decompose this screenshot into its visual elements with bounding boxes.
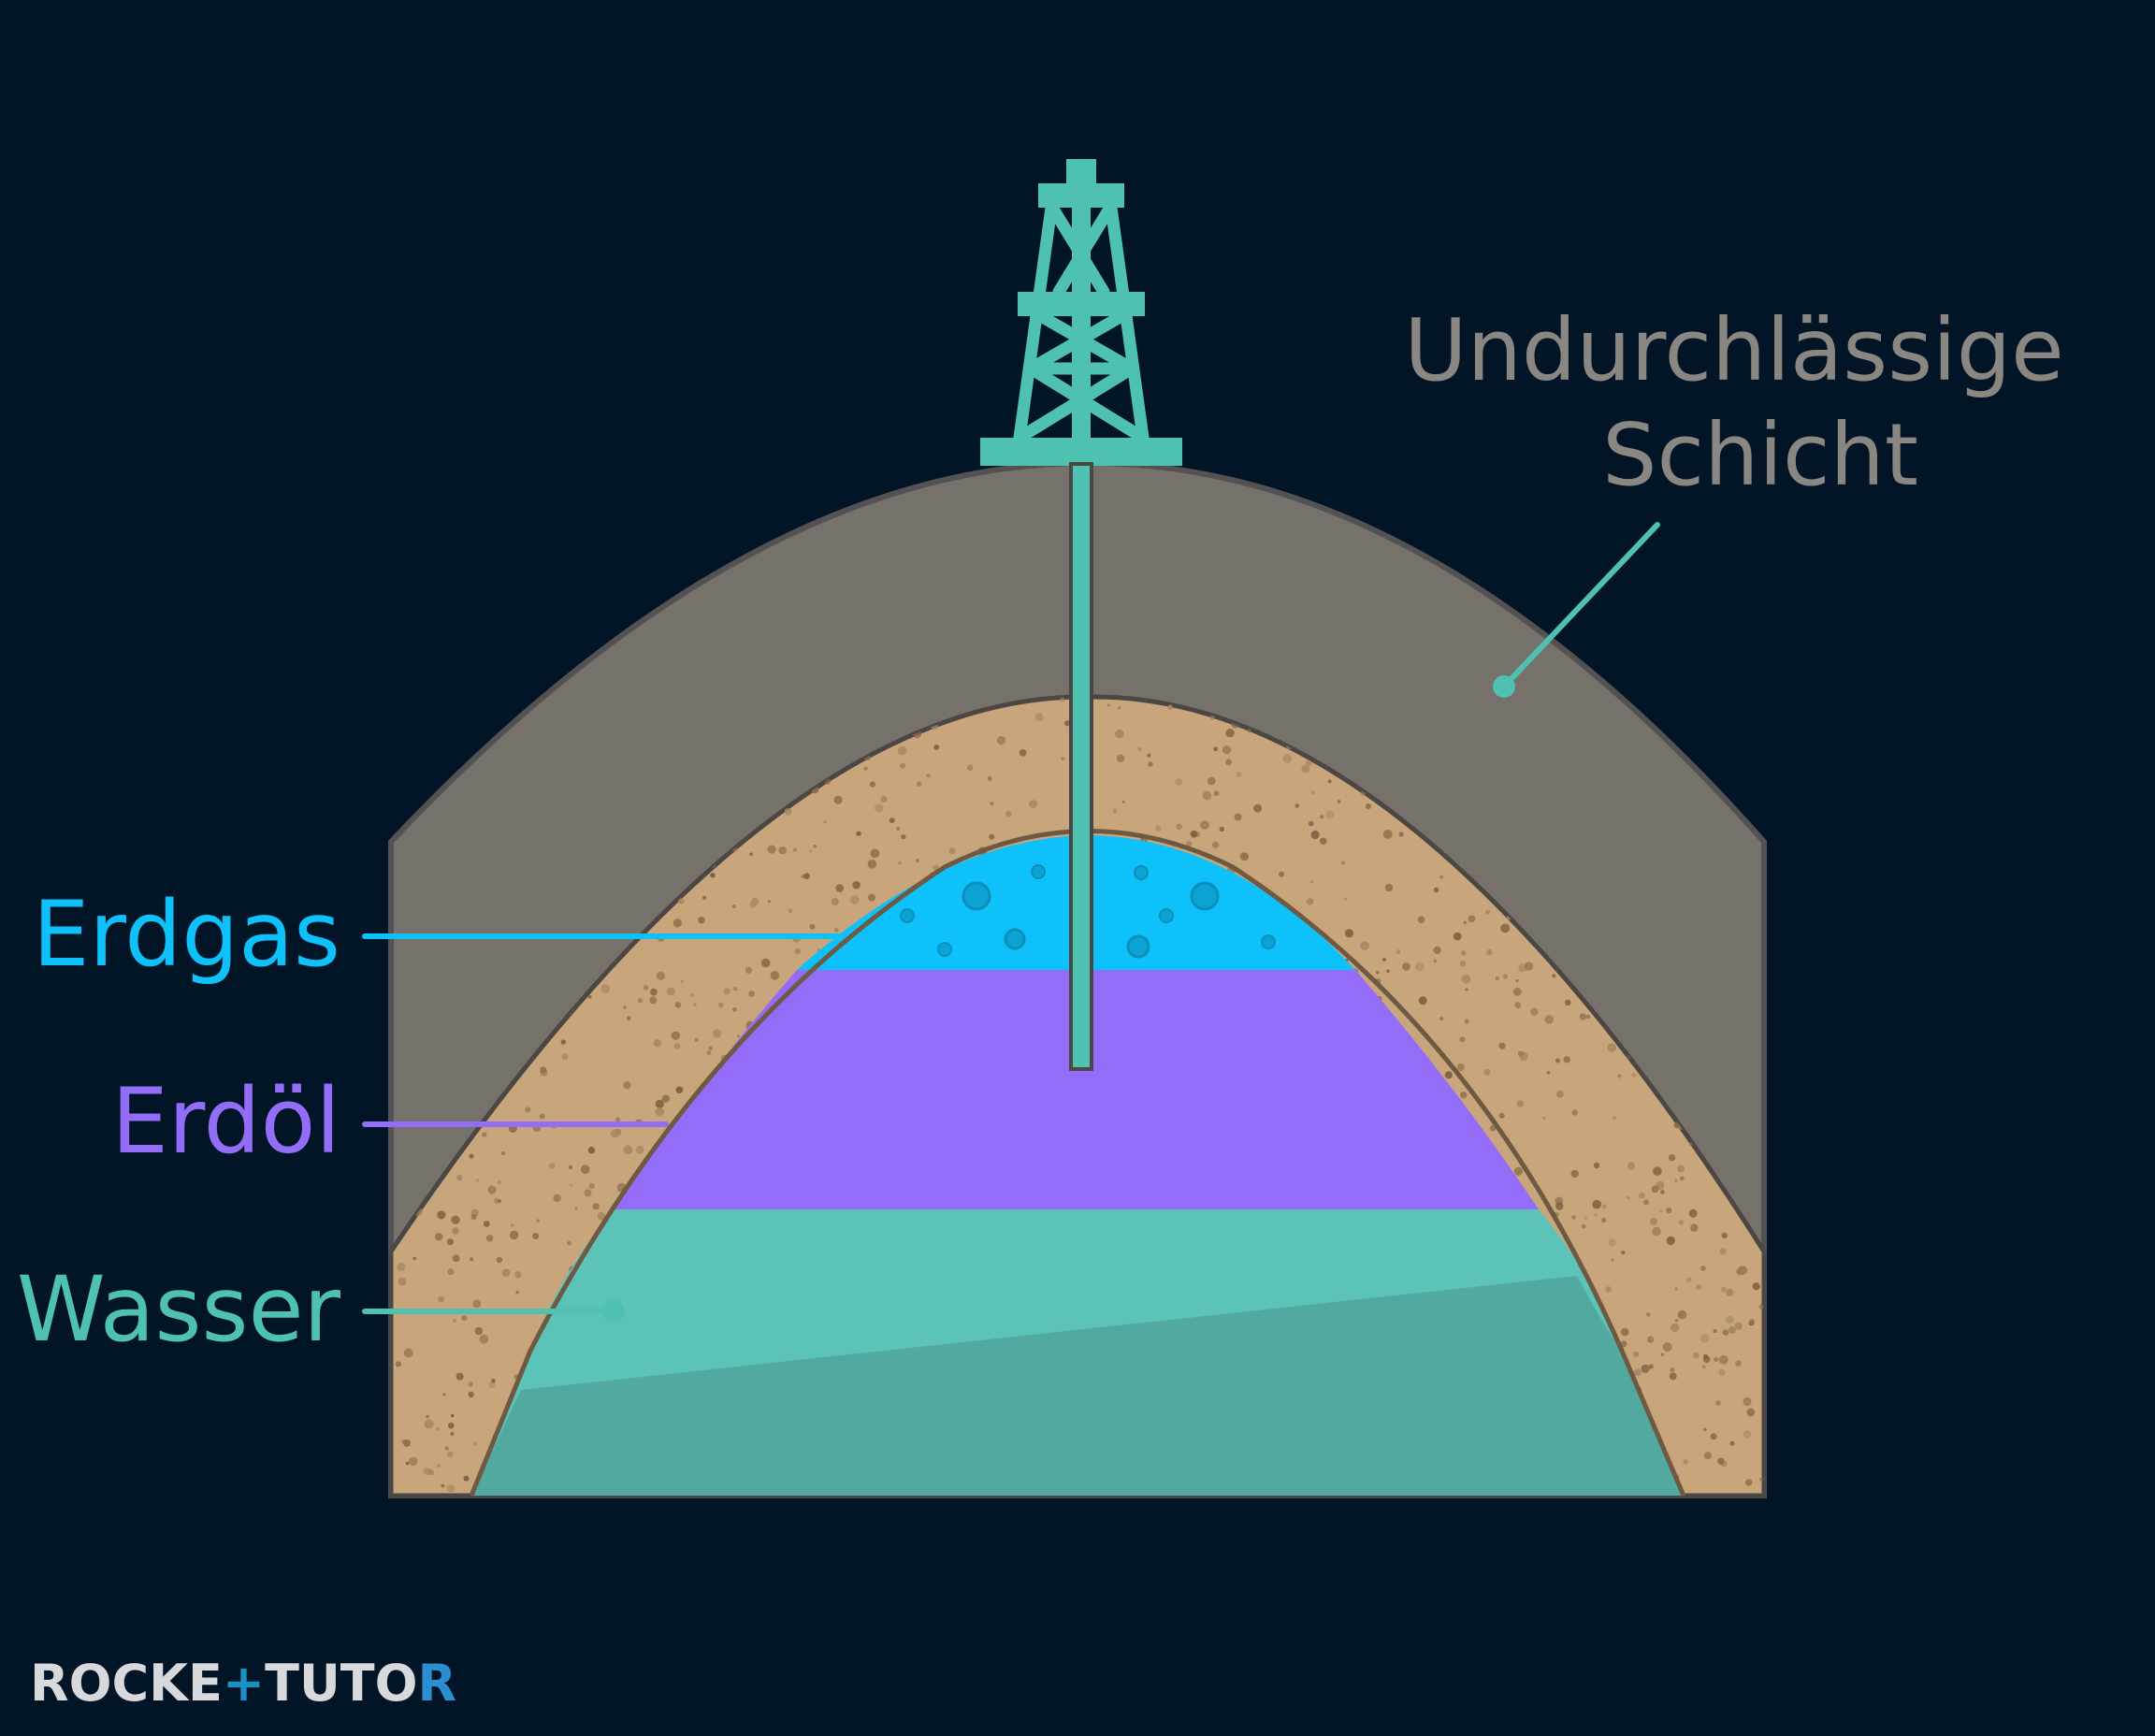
oil-zone [614,970,1539,1209]
svg-text:ROCKE+TUTOR: ROCKE+TUTOR [30,1654,456,1713]
rocket-tutor-logo: ROCKE+TUTOR [30,1654,456,1713]
oil-label: Erdöl [111,1069,340,1174]
well-bore [1069,462,1093,1071]
gas-bubbles [900,864,1276,959]
caprock-leader-dot [1493,675,1515,698]
water-leader-dot [602,1300,625,1323]
caprock-label: Undurchlässige [1404,300,2063,400]
water-zone-shadow [471,1276,1684,1496]
water-label: Wasser [17,1257,341,1362]
gas-label: Erdgas [33,882,340,987]
caprock-leader [1501,522,1660,689]
caprock-label-line2: Schicht [1602,405,1918,505]
leader-lines [362,522,1660,1323]
drilling-rig-icon [980,159,1182,466]
